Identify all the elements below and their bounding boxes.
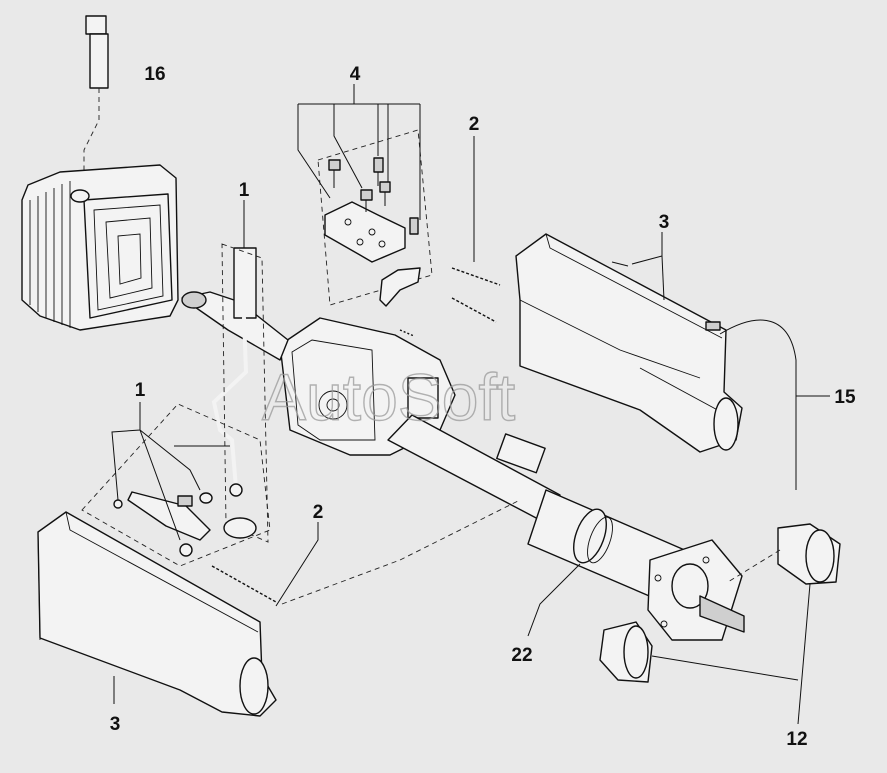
callout-1-top: 1 [239,180,250,201]
linkage-parts [81,402,271,567]
callout-3-right: 3 [659,212,670,233]
cable-tie [719,319,830,490]
bushings [599,523,841,725]
rubber-boot [21,164,179,331]
callout-12: 12 [786,729,807,750]
callout-4: 4 [350,64,361,85]
steering-tube [527,489,745,641]
gear-lever [211,200,269,543]
side-cover-right [515,232,743,453]
gearbox-housing [181,291,561,521]
callout-15: 15 [834,387,856,408]
spring-bottom [211,499,521,607]
side-cover-left [37,511,277,717]
selector-plate-assembly [297,84,433,307]
springs-top [399,136,501,337]
watermark-text: AutoSoft [262,360,515,434]
callout-2-bottom: 2 [313,502,324,523]
callout-22: 22 [511,645,532,666]
callout-3-bottom: 3 [110,714,121,735]
callout-1-left: 1 [135,380,146,401]
callout-16: 16 [144,64,165,85]
lever-rod [83,15,109,190]
callout-2-top: 2 [469,114,480,135]
